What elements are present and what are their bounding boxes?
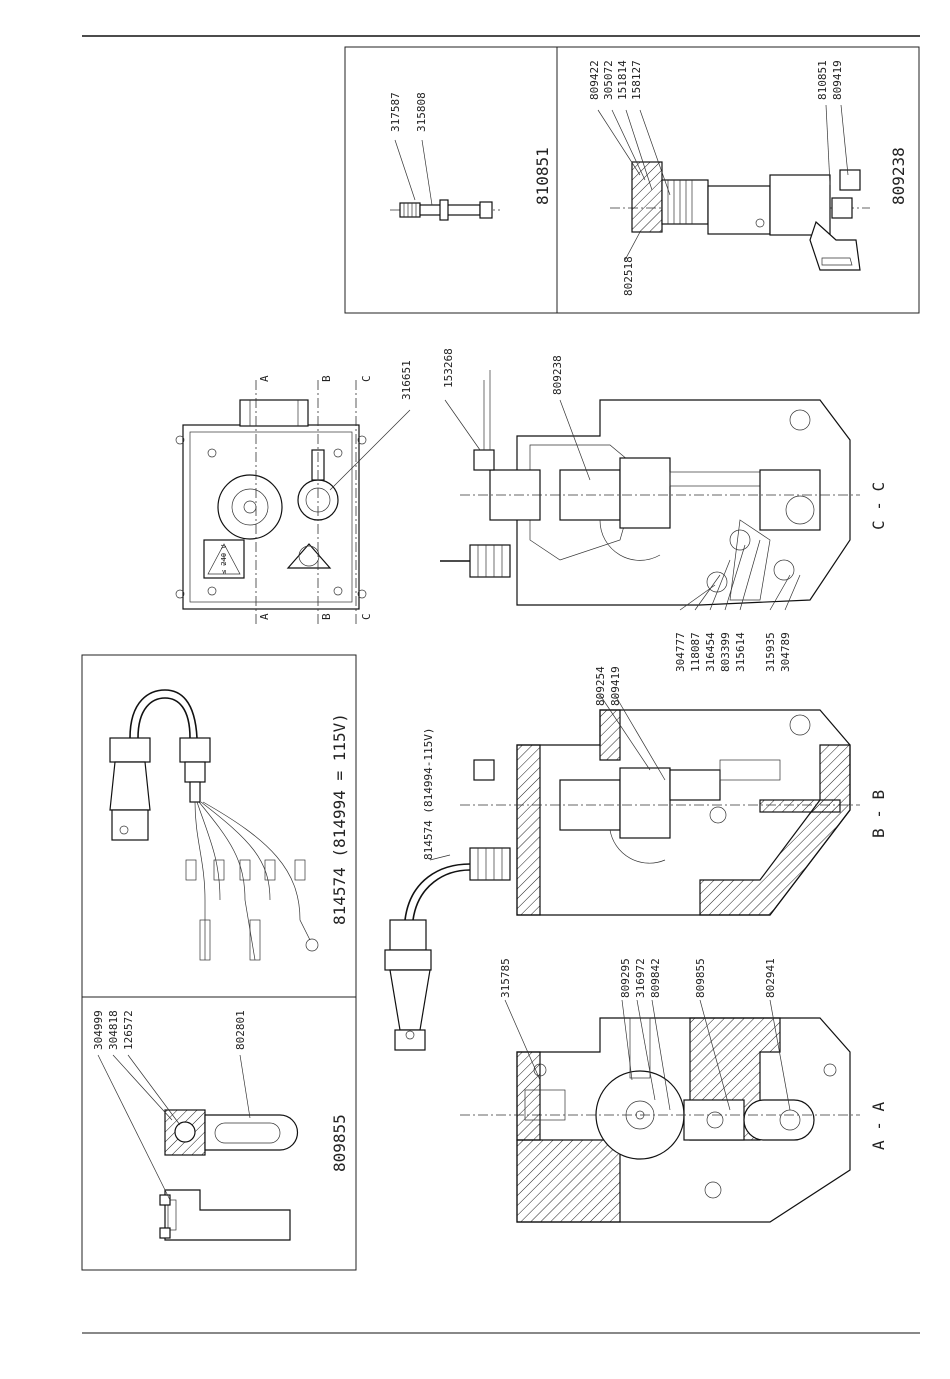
left-inset-box [81, 654, 357, 1271]
section-bb-leaders [429, 694, 666, 861]
section-aa-drawing [460, 1017, 860, 1223]
label-809842: 809842 [649, 958, 662, 998]
label-315785: 315785 [499, 958, 512, 998]
label-809419-a: 809419 [831, 60, 844, 100]
label-809238-cc: 809238 [551, 355, 564, 395]
top-inset-box [344, 46, 920, 314]
label-305072: 305072 [602, 60, 615, 100]
inset-title-810851: 810851 [533, 147, 552, 205]
label-315614: 315614 [734, 632, 747, 672]
label-809419-bb: 809419 [609, 666, 622, 706]
section-title-bb: B - B [869, 790, 888, 838]
label-809422: 809422 [588, 60, 601, 100]
label-315935: 315935 [764, 632, 777, 672]
inset-809238-drawing [610, 161, 870, 271]
label-126572: 126572 [122, 1010, 135, 1050]
label-317587: 317587 [389, 92, 402, 132]
section-marker-a-bottom: A [258, 613, 271, 620]
section-title-cc: C - C [869, 482, 888, 530]
label-304818: 304818 [107, 1010, 120, 1050]
label-304999: 304999 [92, 1010, 105, 1050]
inset-809238-leaders [597, 104, 849, 261]
label-803399: 803399 [719, 632, 732, 672]
section-marker-a-top: A [258, 375, 271, 382]
section-cc-drawing [440, 370, 860, 606]
label-316651: 316651 [400, 360, 413, 400]
label-809855-aa: 809855 [694, 958, 707, 998]
bracket-drawing [159, 1109, 299, 1241]
warning-text: ≤ 240 V [220, 544, 228, 574]
label-315808: 315808 [415, 92, 428, 132]
bracket-title-809855: 809855 [330, 1114, 349, 1172]
front-view-drawing [175, 380, 411, 625]
section-cc-leaders [444, 399, 801, 611]
section-bb-drawing [384, 709, 860, 1051]
section-marker-b-bottom: B [320, 613, 333, 620]
label-304789: 304789 [779, 632, 792, 672]
label-118087: 118087 [689, 632, 702, 672]
label-802941: 802941 [764, 958, 777, 998]
label-304777: 304777 [674, 632, 687, 672]
section-aa-leaders [504, 999, 791, 1111]
inset-810851-drawing [390, 139, 500, 221]
inset-title-809238: 809238 [889, 147, 908, 205]
label-158127: 158127 [630, 60, 643, 100]
label-153268: 153268 [442, 348, 455, 388]
section-marker-c-bottom: C [360, 613, 373, 620]
label-809254: 809254 [594, 666, 607, 706]
label-802518: 802518 [622, 256, 635, 296]
bracket-leaders [97, 1054, 251, 1201]
label-316454: 316454 [704, 632, 717, 672]
label-151814: 151814 [616, 60, 629, 100]
label-809295: 809295 [619, 958, 632, 998]
label-316972: 316972 [634, 958, 647, 998]
cable-label-bb: 814574 (814994-115V) [422, 728, 435, 860]
label-810851-b: 810851 [816, 60, 829, 100]
section-marker-b-top: B [320, 375, 333, 382]
cable-assembly-drawing [109, 689, 319, 961]
label-802801: 802801 [234, 1010, 247, 1050]
section-title-aa: A - A [869, 1101, 888, 1150]
cable-assembly-caption: 814574 (814994 = 115V) [330, 713, 349, 925]
section-marker-c-top: C [360, 375, 373, 382]
